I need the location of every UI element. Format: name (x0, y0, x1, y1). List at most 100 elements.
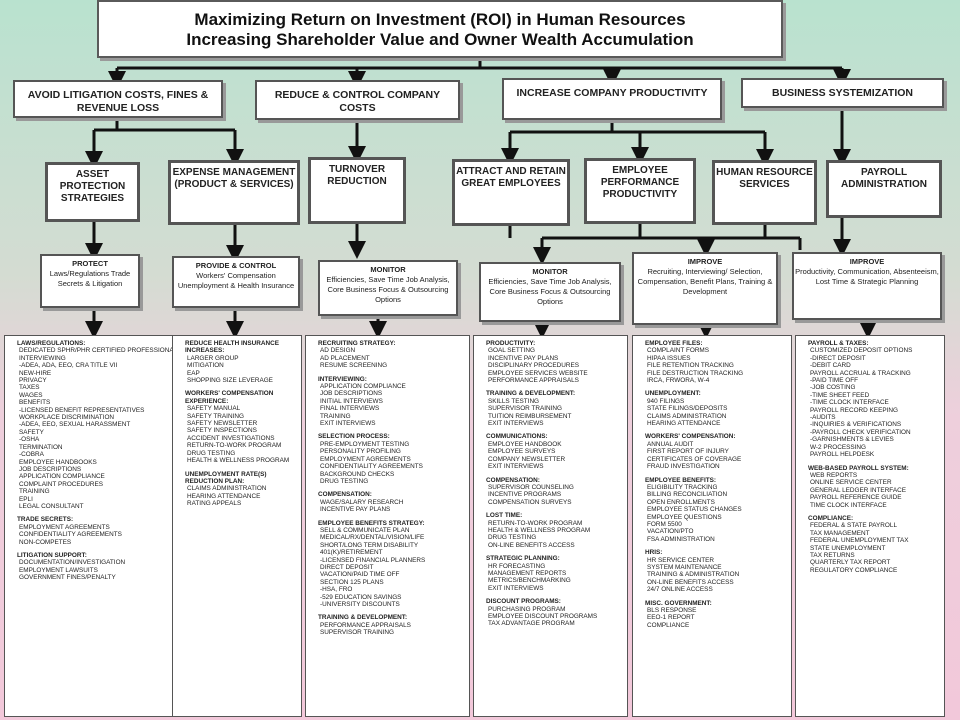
detail-item: MEDICAL/RX/DENTAL/VISION/LIFE (320, 534, 425, 542)
detail-item: -HSA, FRO (320, 586, 353, 594)
detail-item: EXIT INTERVIEWS (320, 420, 376, 428)
detail-item: EXIT INTERVIEWS (488, 420, 544, 428)
detail-item: STATE UNEMPLOYMENT (810, 544, 886, 552)
detail-item: EMPLOYEE STATUS CHANGES (647, 506, 742, 514)
detail-item: NEW-HIRE (19, 369, 52, 377)
detail-item: BILLING RECONCILIATION (647, 491, 728, 499)
strategy-expense-management: EXPENSE MANAGEMENT (PRODUCT & SERVICES) (168, 160, 300, 225)
detail-section: TRAINING & DEVELOPMENT:PERFORMANCE APPRA… (318, 614, 463, 636)
detail-item: SKILLS TESTING (488, 397, 540, 405)
detail-item: EEO-1 REPORT (647, 614, 695, 622)
detail-item: GOVERNMENT FINES/PENALTY (19, 574, 116, 582)
detail-item: WORKPLACE DISCRIMINATION (19, 414, 115, 422)
action-monitor-1-head: MONITOR (370, 265, 406, 274)
detail-item: BACKGROUND CHECKS (320, 470, 395, 478)
detail-item: TERMINATION (19, 443, 63, 451)
detail-item: GENERAL LEDGER INTERFACE (810, 486, 906, 494)
action-protect-body: Laws/Regulations Trade Secrets & Litigat… (49, 269, 131, 288)
detail-section: SELECTION PROCESS:PRE-EMPLOYMENT TESTING… (318, 433, 463, 485)
action-provide-control-body: Workers' Compensation Unemployment & Hea… (177, 271, 295, 290)
detail-item: RETURN-TO-WORK PROGRAM (187, 442, 282, 450)
action-improve-2-head: IMPROVE (849, 257, 885, 266)
detail-item: OPEN ENROLLMENTS (647, 498, 715, 506)
detail-item: SHORT/LONG TERM DISABILITY (320, 541, 419, 549)
detail-item: -TIME CLOCK INTERFACE (810, 399, 889, 407)
detail-item: ANNUAL AUDIT (647, 440, 694, 448)
detail-section-heading: RECRUITING STRATEGY: (318, 340, 396, 347)
action-monitor-1-body: Efficiencies, Save Time Job Analysis, Co… (326, 275, 450, 304)
goal-increase-productivity: INCREASE COMPANY PRODUCTIVITY (502, 78, 722, 120)
detail-section: WORKERS' COMPENSATION EXPERIENCE: SAFETY … (185, 390, 295, 464)
detail-item: METRICS/BENCHMARKING (488, 577, 571, 585)
detail-item: -ADEA, EEO, SEXUAL HARASSMENT (19, 421, 131, 429)
detail-item: DOCUMENTATION/INVESTIGATION (19, 559, 126, 567)
detail-item: COMPLAINT PROCEDURES (19, 480, 104, 488)
detail-item: APPLICATION COMPLIANCE (320, 383, 406, 391)
detail-item: SECTION 125 PLANS (320, 578, 384, 586)
detail-section-heading: PAYROLL & TAXES: (808, 340, 869, 347)
detail-section-heading: MISC. GOVERNMENT: (645, 599, 712, 607)
detail-item: DRUG TESTING (320, 477, 369, 485)
detail-item: EMPLOYMENT LAWSUITS (19, 566, 98, 574)
detail-section-heading: COMPENSATION: (318, 491, 372, 499)
detail-item: TRAINING (320, 412, 351, 420)
detail-item: LARGER GROUP (187, 354, 239, 362)
action-improve-1-body: Recruiting, Interviewing/ Selection, Com… (637, 267, 773, 296)
detail-item: EMPLOYEE HANDBOOKS (19, 458, 97, 466)
detail-section-heading: DISCOUNT PROGRAMS: (486, 598, 561, 606)
detail-section-heading: UNEMPLOYMENT RATE(S) REDUCTION PLAN: (185, 470, 267, 485)
detail-item: SAFETY NEWSLETTER (187, 420, 258, 428)
detail-item: TRAINING & ADMINISTRATION (647, 571, 740, 579)
detail-item: FSA ADMINISTRATION (647, 535, 715, 543)
detail-item: FILE DESTRUCTION TRACKING (647, 369, 744, 377)
detail-item: DRUG TESTING (488, 534, 537, 542)
detail-item: AD DESIGN (320, 347, 356, 355)
detail-item: EXIT INTERVIEWS (488, 584, 544, 592)
detail-item: HEARING ATTENDANCE (187, 492, 261, 500)
detail-item: FRAUD INVESTIGATION (647, 463, 720, 471)
detail-item: FEDERAL UNEMPLOYMENT TAX (810, 537, 909, 545)
detail-item: EMPLOYEE HANDBOOK (488, 440, 562, 448)
detail-item: DISCIPLINARY PROCEDURES (488, 362, 580, 370)
detail-item: DEDICATED SPHR/PHR CERTIFIED PROFESSIONA… (19, 347, 176, 355)
detail-item: SUPERVISOR TRAINING (320, 629, 394, 637)
action-provide-control: PROVIDE & CONTROL Workers' Compensation … (172, 256, 300, 308)
detail-item: HEALTH & WELLNESS PROGRAM (187, 457, 290, 465)
detail-item: FEDERAL & STATE PAYROLL (810, 522, 898, 530)
detail-item: ON-LINE BENEFITS ACCESS (488, 541, 575, 549)
detail-item: PAYROLL REFERENCE GUIDE (810, 494, 902, 502)
detail-item: INTERVIEWING (19, 354, 66, 362)
detail-section-heading: WORKERS' COMPENSATION EXPERIENCE: (185, 390, 274, 405)
detail-item: DIRECT DEPOSIT (320, 563, 374, 571)
detail-section: UNEMPLOYMENT RATE(S) REDUCTION PLAN:CLAI… (185, 471, 295, 508)
detail-item: -INQUIRIES & VERIFICATIONS (810, 421, 902, 429)
goal-reduce-costs: REDUCE & CONTROL COMPANY COSTS (255, 80, 460, 120)
detail-item: EXIT INTERVIEWS (488, 463, 544, 471)
detail-item: REGULATORY COMPLIANCE (810, 566, 898, 574)
detail-item: BENEFITS (19, 399, 51, 407)
detail-section: EMPLOYEE BENEFITS STRATEGY:SELL & COMMUN… (318, 520, 463, 609)
detail-item: FORM 5500 (647, 520, 682, 528)
detail-item: RETURN-TO-WORK PROGRAM (488, 519, 583, 527)
detail-item: ON-LINE BENEFITS ACCESS (647, 578, 734, 586)
action-improve-2-body: Productivity, Communication, Absenteeism… (795, 267, 939, 286)
detail-item: CLAIMS ADMINISTRATION (647, 412, 727, 420)
detail-column-legal: LAWS/REGULATIONS:DEDICATED SPHR/PHR CERT… (4, 335, 176, 717)
detail-item: STATE FILINGS/DEPOSITS (647, 405, 728, 413)
detail-item: INCENTIVE PAY PLANS (488, 354, 559, 362)
detail-section-heading: EMPLOYEE BENEFITS STRATEGY: (318, 519, 425, 527)
detail-item: -DIRECT DEPOSIT (810, 354, 866, 362)
detail-item: FIRST REPORT OF INJURY (647, 448, 729, 456)
detail-item: -OSHA (19, 436, 40, 444)
detail-section: PAYROLL & TAXES:CUSTOMIZED DEPOSIT OPTIO… (808, 340, 938, 459)
detail-item: PERFORMANCE APPRAISALS (488, 377, 579, 385)
detail-item: -GARNISHMENTS & LEVIES (810, 436, 894, 444)
detail-item: TAX MANAGEMENT (810, 529, 870, 537)
